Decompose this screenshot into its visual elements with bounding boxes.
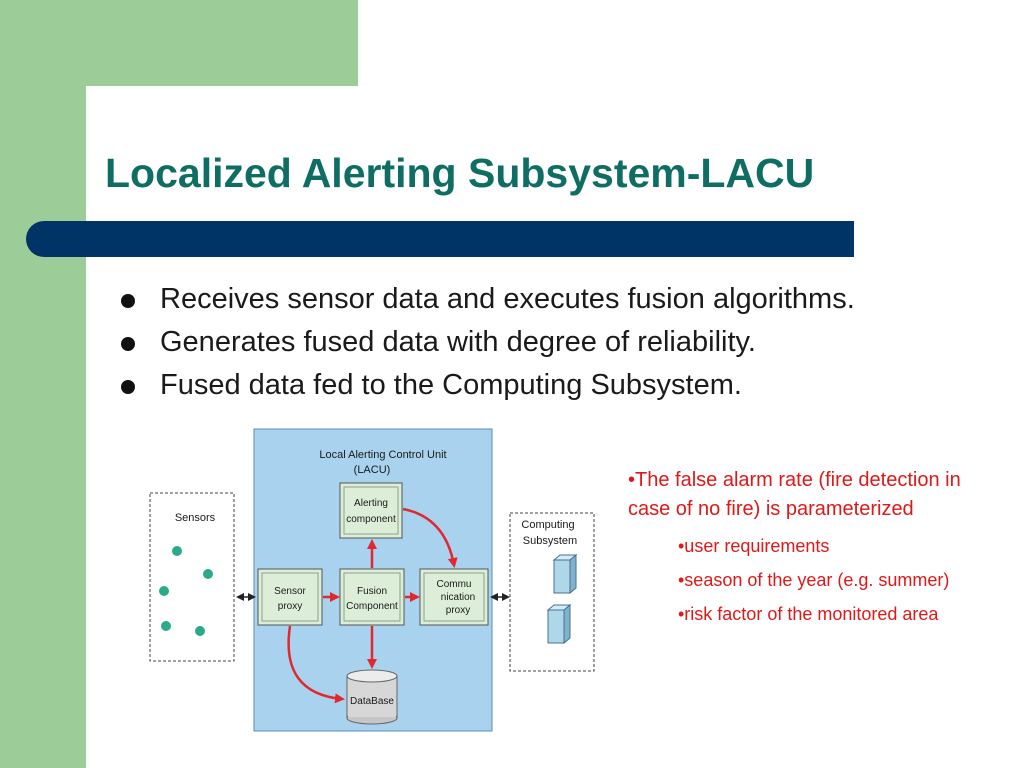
server-icon xyxy=(552,553,578,595)
notes-panel: •The false alarm rate (fire detection in… xyxy=(628,466,998,626)
communication-proxy: Commu nication proxy xyxy=(419,568,489,626)
bullet-list: Receives sensor data and executes fusion… xyxy=(118,278,855,407)
sensor-node-icon xyxy=(159,586,169,596)
computing-label-line2: Subsystem xyxy=(523,535,577,547)
arrow-alerting-to-comm xyxy=(402,507,458,568)
fusion-label-line2: Component xyxy=(346,601,398,612)
top-green-block xyxy=(0,0,358,86)
bullet-dot-icon xyxy=(121,380,135,394)
note-sub-item: •risk factor of the monitored area xyxy=(678,604,939,624)
comm-label-line1: Commu xyxy=(436,579,471,590)
lacu-title-line1: Local Alerting Control Unit xyxy=(319,449,446,461)
left-green-band xyxy=(0,0,86,768)
lacu-title-line2: (LACU) xyxy=(354,464,391,476)
sensor-node-icon xyxy=(203,569,213,579)
alerting-component: Alerting component xyxy=(339,482,403,539)
note-main-text: •The false alarm rate (fire detection in… xyxy=(628,469,961,520)
sensor-node-icon xyxy=(161,621,171,631)
sensors-label: Sensors xyxy=(175,512,216,524)
arrow-sensorproxy-to-database xyxy=(287,625,345,704)
bullet-dot-icon xyxy=(121,294,135,308)
fusion-component: Fusion Component xyxy=(339,568,405,626)
alerting-label-line1: Alerting xyxy=(354,498,388,509)
sensor-proxy: Sensor proxy xyxy=(257,568,323,626)
sensor-node-icon xyxy=(172,546,182,556)
bullet-item: Receives sensor data and executes fusion… xyxy=(118,278,855,321)
bullet-text: Fused data fed to the Computing Subsyste… xyxy=(160,369,742,401)
slide-title: Localized Alerting Subsystem-LACU xyxy=(105,150,815,196)
lacu-architecture-diagram: Local Alerting Control Unit (LACU) Senso… xyxy=(149,428,595,732)
bullet-text: Receives sensor data and executes fusion… xyxy=(160,283,855,315)
bullet-dot-icon xyxy=(121,337,135,351)
comm-label-line2: nication xyxy=(441,592,475,603)
alerting-label-line2: component xyxy=(346,514,396,525)
sensor-node-icon xyxy=(195,626,205,636)
server-icon xyxy=(546,603,572,645)
fusion-label-line1: Fusion xyxy=(357,586,387,597)
computing-label-line1: Computing xyxy=(521,519,574,531)
note-sub-item: •season of the year (e.g. summer) xyxy=(678,570,950,590)
title-underline-bar xyxy=(26,221,854,257)
database-cylinder: DataBase xyxy=(346,669,398,725)
note-sub-item: •user requirements xyxy=(678,536,830,556)
bullet-item: Fused data fed to the Computing Subsyste… xyxy=(118,364,855,407)
comm-label-line3: proxy xyxy=(446,605,470,616)
sensor-proxy-label-line2: proxy xyxy=(278,601,302,612)
bullet-item: Generates fused data with degree of reli… xyxy=(118,321,855,364)
database-label: DataBase xyxy=(350,696,394,707)
sensor-proxy-label-line1: Sensor xyxy=(274,586,306,597)
sensors-box xyxy=(149,492,235,662)
bullet-text: Generates fused data with degree of reli… xyxy=(160,326,756,358)
computing-subsystem-box xyxy=(509,512,595,672)
